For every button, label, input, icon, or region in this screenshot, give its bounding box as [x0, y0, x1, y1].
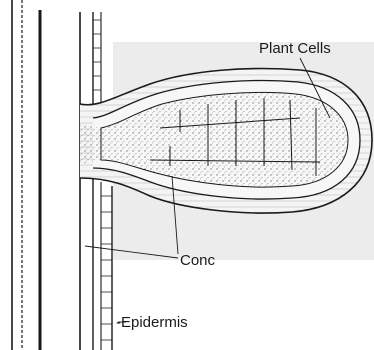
label-epidermis: -Epidermis [116, 314, 188, 331]
label-conc: Conc [180, 252, 216, 269]
stalk-channel [80, 124, 101, 164]
label-plant-cells: Plant Cells [259, 40, 331, 57]
left-border-strip [12, 0, 40, 350]
